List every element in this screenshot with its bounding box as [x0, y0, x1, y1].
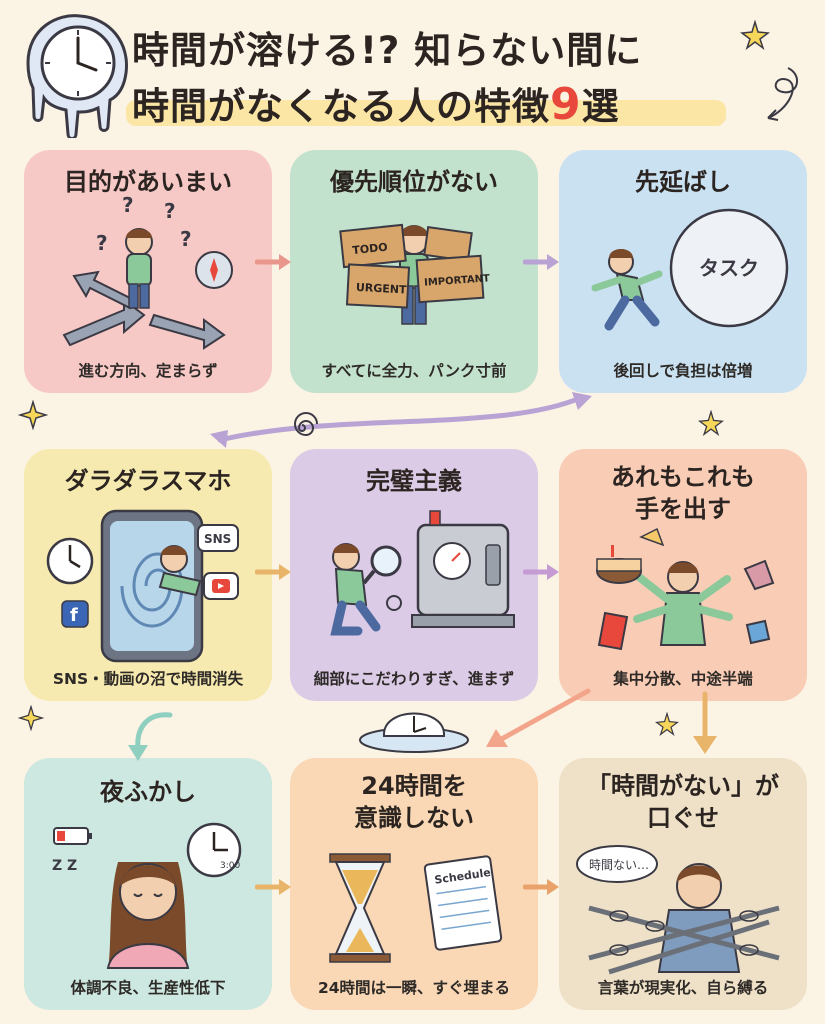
card-heading-1: 24時間を: [361, 772, 467, 800]
clock-label: 3:00: [220, 861, 240, 871]
card-heading-2: 口ぐせ: [647, 804, 719, 832]
header: 時間が溶ける!? 知らない間に 時間がなくなる人の特徴9選: [0, 0, 825, 140]
card-caption: SNS・動画の沼で時間消失: [52, 670, 244, 688]
arrow-right-icon: [255, 254, 291, 270]
card-smartphone: ダラダラスマホ SNS f SNS・動画の沼で時間消失: [24, 449, 272, 701]
card-caption: 進む方向、定まらず: [78, 362, 218, 380]
box-label-important: IMPORTANT: [424, 273, 491, 289]
title-highlight: [126, 100, 726, 126]
arrow-right-icon: [523, 254, 559, 270]
magnifier-illustration: [330, 510, 515, 636]
melting-clock-icon: [359, 712, 469, 753]
title-number: 9: [550, 79, 582, 130]
card-caption: 言葉が現実化、自ら縛る: [597, 979, 769, 997]
sleep-label: Z Z: [52, 858, 77, 874]
card-heading-1: 「時間がない」が: [587, 772, 779, 800]
card-staying-up-late: 夜ふかし Z Z 3:00 体調不良、生産性低下: [24, 758, 272, 1010]
arrow-right-icon: [523, 564, 559, 580]
card-heading: ダラダラスマホ: [64, 467, 232, 495]
card-caption: 体調不良、生産性低下: [70, 979, 226, 997]
svg-text:?: ?: [180, 227, 192, 251]
sparkle-icon: [18, 400, 48, 430]
spiral-icon: [294, 412, 318, 437]
chained-person-illustration: 時間ない…: [576, 845, 780, 975]
card-caption: すべてに全力、パンク寸前: [321, 362, 507, 380]
sparkle-icon: [18, 705, 44, 731]
card-caption: 後回しで負担は倍増: [613, 362, 753, 380]
melting-clock-icon: [26, 14, 128, 138]
title-line-1: 時間が溶ける!? 知らない間に: [132, 29, 643, 72]
star-icon: [655, 712, 679, 736]
diagonal-arrow-icon: [486, 688, 591, 747]
card-heading-2: 意識しない: [354, 804, 474, 832]
hourglass-illustration: Schedule: [329, 853, 503, 963]
tired-person-illustration: Z Z 3:00: [52, 822, 242, 969]
swirl-arrow-icon: [767, 67, 798, 121]
star-icon: [740, 20, 770, 50]
svg-text:?: ?: [164, 199, 176, 223]
card-heading: 優先順位がない: [330, 168, 498, 196]
arrow-right-icon: [255, 564, 291, 580]
ball-label: タスク: [699, 256, 759, 280]
title-line-2: 時間がなくなる人の特徴9選: [132, 76, 620, 130]
crossroads-illustration: ????: [62, 193, 233, 350]
card-heading-2: 手を出す: [635, 495, 731, 523]
svg-text:?: ?: [122, 193, 134, 217]
card-heading: 目的があいまい: [64, 168, 232, 196]
card-caption: 24時間は一瞬、すぐ埋まる: [317, 979, 511, 997]
card-heading: 夜ふかし: [100, 778, 196, 806]
juggling-illustration: [596, 527, 775, 651]
card-heading-1: あれもこれも: [611, 463, 755, 491]
arrow-right-icon: [523, 879, 559, 895]
card-no-priority: 優先順位がない TODO URGENT IMPORTANT すべてに全力、パンク…: [290, 150, 538, 393]
card-heading: 完璧主義: [366, 467, 462, 495]
card-multitasking: あれもこれも 手を出す 集中分散、中途半端: [559, 449, 807, 701]
card-vague-goal: 目的があいまい ???? 進む方向、定まらず: [24, 150, 272, 393]
card-no-time-habit: 「時間がない」が 口ぐせ 時間ない… 言葉が現実化、自ら縛る: [559, 758, 807, 1010]
curved-arrow-icon: [210, 392, 592, 448]
curved-arrow-icon: [128, 712, 173, 761]
arrow-right-icon: [255, 879, 291, 895]
svg-text:?: ?: [96, 231, 108, 255]
down-arrow-icon: [693, 691, 717, 754]
title-line-2-suffix: 選: [581, 85, 620, 128]
card-unaware-of-24h: 24時間を 意識しない Schedule 24時間は一瞬、すぐ埋まる: [290, 758, 538, 1010]
svg-text:f: f: [70, 605, 78, 626]
boxes-illustration: TODO URGENT IMPORTANT: [339, 223, 491, 325]
title-line-2-text: 時間がなくなる人の特徴: [132, 85, 550, 128]
card-caption: 集中分散、中途半端: [613, 670, 753, 688]
speech-label: 時間ない…: [589, 858, 649, 872]
card-heading: 先延ばし: [635, 168, 731, 196]
card-procrastination: 先延ばし タスク 後回しで負担は倍増: [559, 150, 807, 393]
snowball-illustration: タスク: [591, 208, 789, 331]
star-icon: [698, 410, 724, 436]
box-label-todo: TODO: [352, 241, 389, 258]
card-perfectionism: 完璧主義 細部にこだわりすぎ、進まず: [290, 449, 538, 701]
card-caption: 細部にこだわりすぎ、進まず: [313, 670, 515, 688]
box-label-urgent: URGENT: [356, 281, 408, 297]
sns-bubble-label: SNS: [204, 532, 231, 546]
phone-illustration: SNS f: [46, 509, 239, 663]
